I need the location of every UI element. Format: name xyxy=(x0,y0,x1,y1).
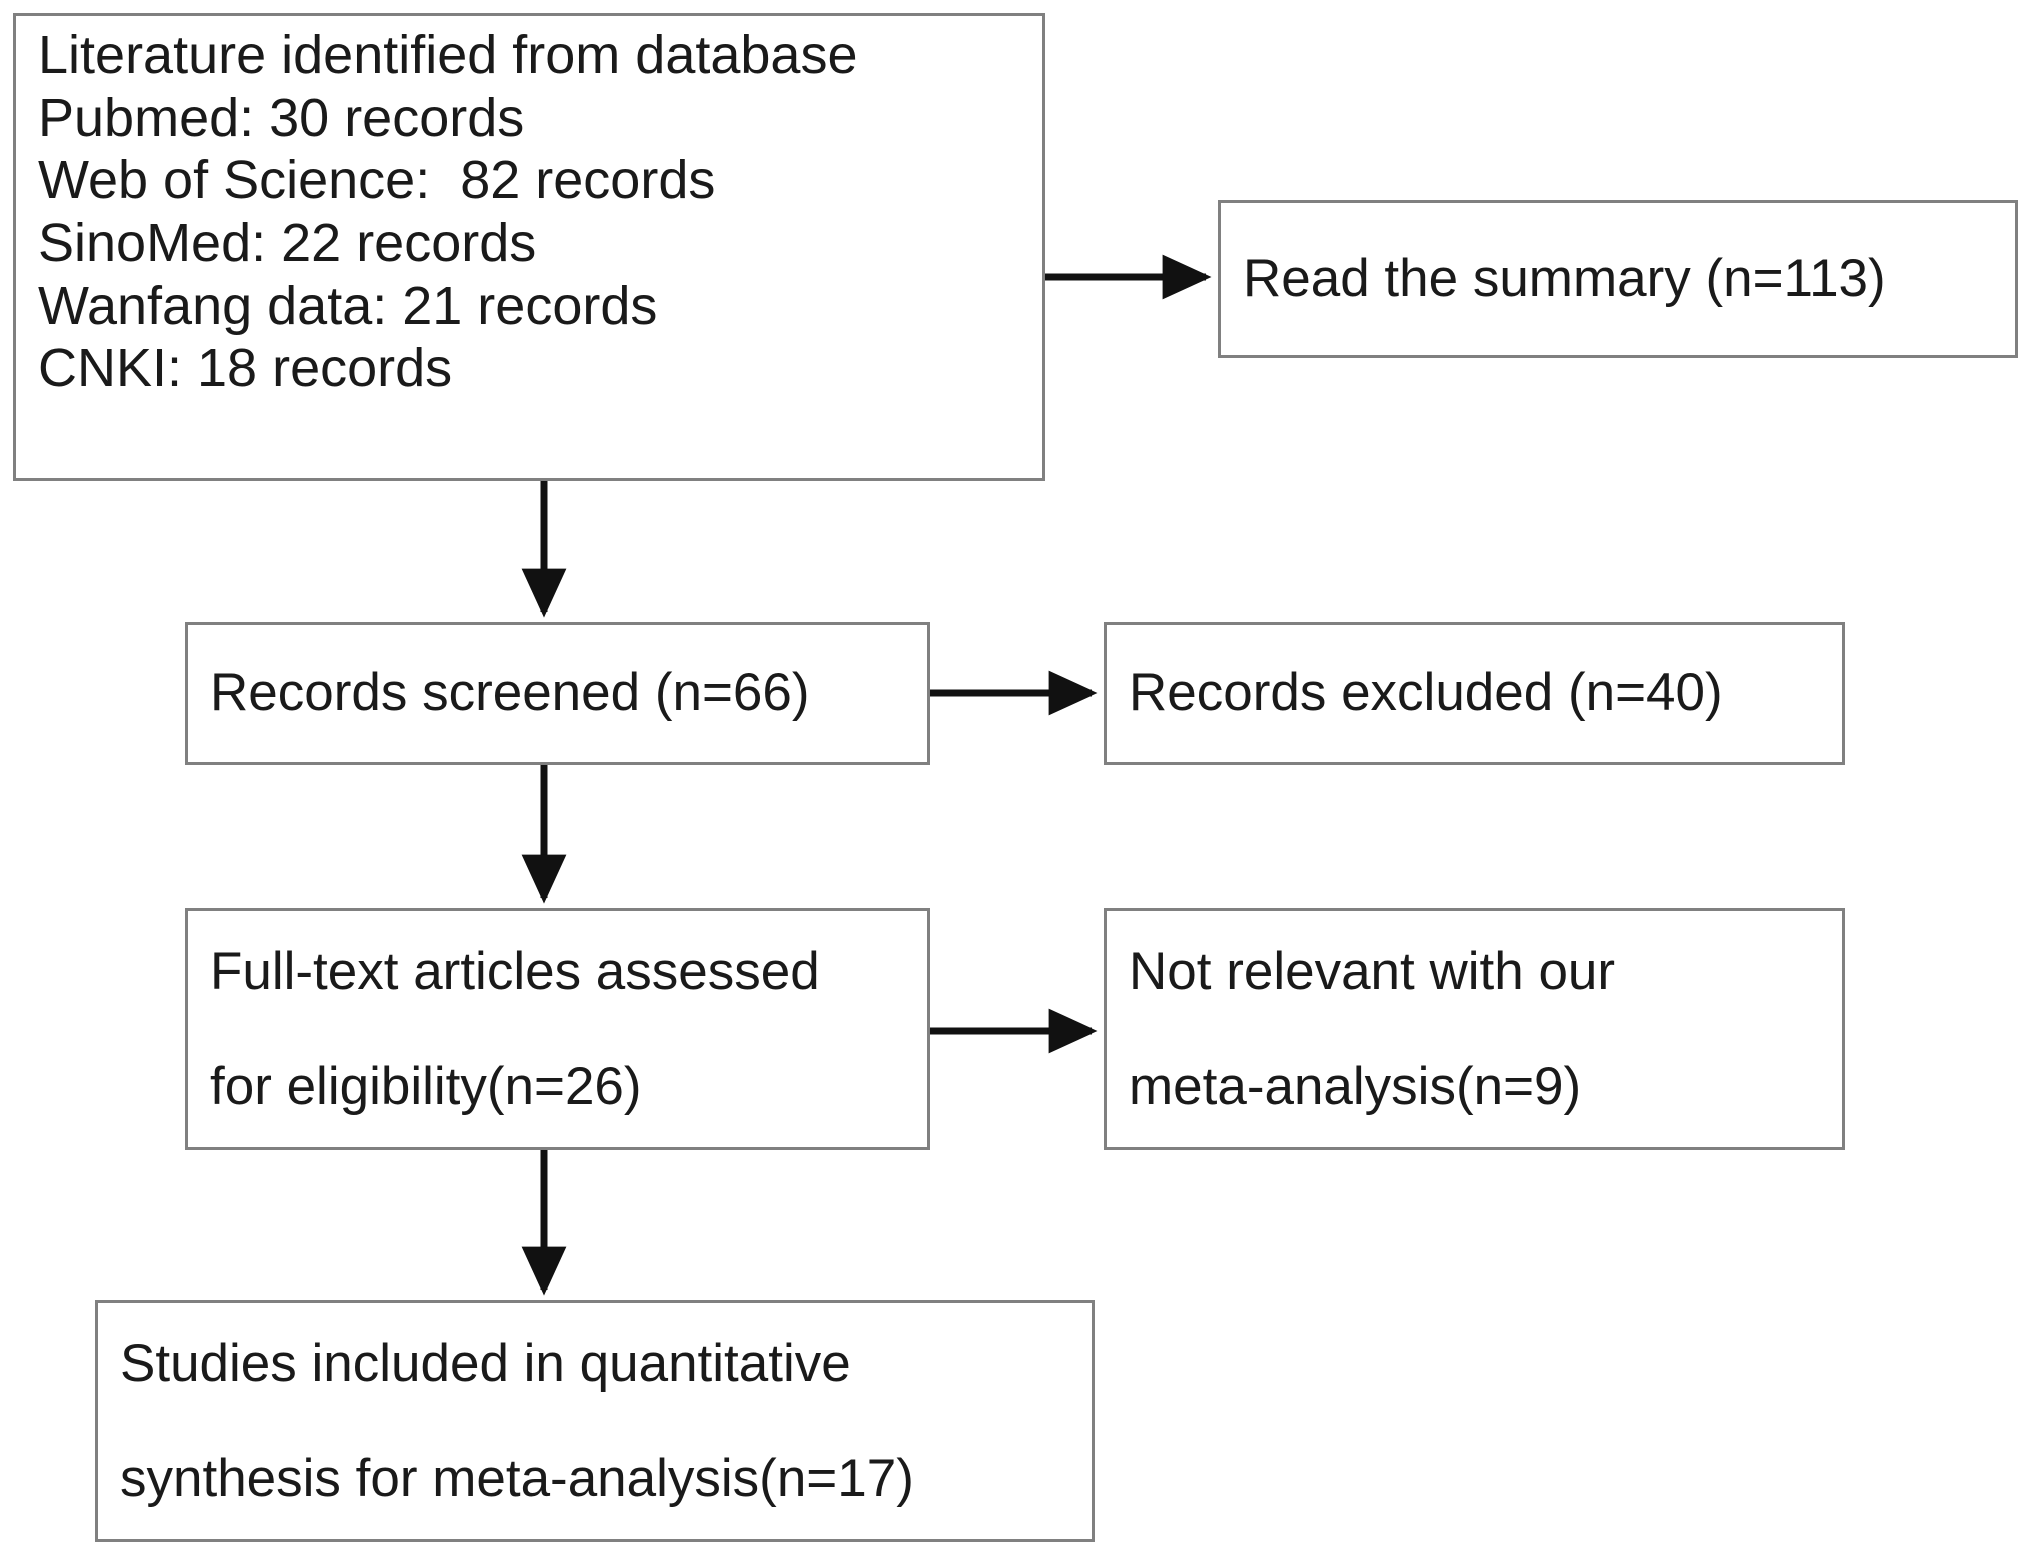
records-screened-label: Records screened (n=66) xyxy=(210,663,810,723)
box-records-screened: Records screened (n=66) xyxy=(185,622,930,765)
box-literature-identified: Literature identified from database Pubm… xyxy=(13,13,1045,481)
records-excluded-label: Records excluded (n=40) xyxy=(1129,663,1723,723)
identification-line-wanfang: Wanfang data: 21 records xyxy=(38,275,658,336)
fulltext-line-2: for eligibility(n=26) xyxy=(210,1057,642,1116)
studies-included-line-2: synthesis for meta-analysis(n=17) xyxy=(120,1449,914,1508)
box-records-excluded: Records excluded (n=40) xyxy=(1104,622,1845,765)
box-read-the-summary: Read the summary (n=113) xyxy=(1218,200,2018,358)
identification-line-title: Literature identified from database xyxy=(38,25,858,85)
studies-included-line-1: Studies included in quantitative xyxy=(120,1334,851,1393)
identification-line-web-of-science: Web of Science: 82 records xyxy=(38,150,716,211)
not-relevant-line-1: Not relevant with our xyxy=(1129,942,1616,1001)
box-not-relevant: Not relevant with our meta-analysis(n=9) xyxy=(1104,908,1845,1150)
identification-line-sinomed: SinoMed: 22 records xyxy=(38,212,537,273)
box-fulltext-articles-assessed: Full-text articles assessed for eligibil… xyxy=(185,908,930,1150)
identification-line-pubmed: Pubmed: 30 records xyxy=(38,87,525,148)
identification-line-cnki: CNKI: 18 records xyxy=(38,338,453,399)
not-relevant-line-2: meta-analysis(n=9) xyxy=(1129,1057,1582,1116)
read-summary-label: Read the summary (n=113) xyxy=(1243,248,1886,308)
box-studies-included: Studies included in quantitative synthes… xyxy=(95,1300,1095,1542)
fulltext-line-1: Full-text articles assessed xyxy=(210,942,820,1001)
